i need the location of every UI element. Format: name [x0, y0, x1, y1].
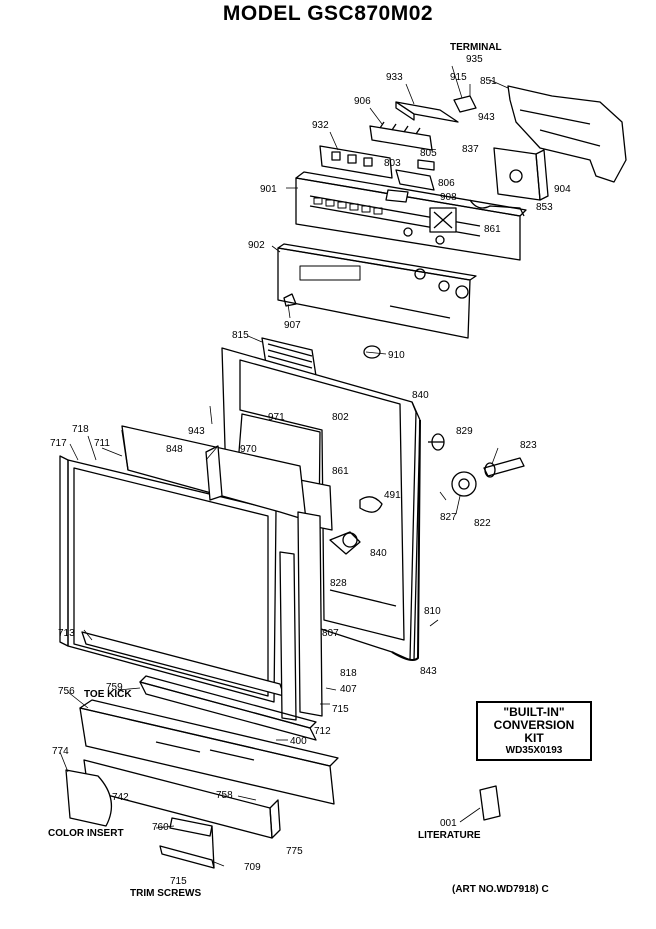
label-933: 933: [386, 72, 403, 83]
label-840-top: 840: [412, 390, 429, 401]
label-775: 775: [286, 846, 303, 857]
handle-823: [483, 457, 525, 478]
color-insert-742: [65, 769, 113, 827]
switch-906: [369, 121, 433, 151]
part-818: [297, 511, 323, 717]
caption-terminal: TERMINAL: [450, 42, 502, 53]
label-935: 935: [466, 54, 483, 65]
part-933: [395, 101, 459, 123]
label-932: 932: [312, 120, 329, 131]
label-407: 407: [340, 684, 357, 695]
label-001: 001: [440, 818, 457, 829]
label-758: 758: [216, 790, 233, 801]
label-713: 713: [58, 628, 75, 639]
part-848: [205, 445, 223, 501]
part-803: [385, 189, 409, 203]
label-717: 717: [50, 438, 67, 449]
label-709: 709: [244, 862, 261, 873]
label-853: 853: [536, 202, 553, 213]
label-837: 837: [462, 144, 479, 155]
literature-001: [479, 785, 501, 821]
part-805: [417, 159, 435, 171]
trim-712: [279, 551, 297, 721]
label-915: 915: [450, 72, 467, 83]
label-756: 756: [58, 686, 75, 697]
label-759: 759: [106, 682, 123, 693]
page-title: MODEL GSC870M02: [222, 2, 434, 25]
kit-part-number: WD35X0193: [505, 745, 563, 756]
label-400: 400: [290, 736, 307, 747]
label-904: 904: [554, 184, 571, 195]
trim-709: [159, 845, 215, 869]
label-823: 823: [520, 440, 537, 451]
label-848: 848: [166, 444, 183, 455]
label-815: 815: [232, 330, 249, 341]
label-742: 742: [112, 792, 129, 803]
label-851: 851: [480, 76, 497, 87]
part-910: [363, 345, 381, 359]
label-907: 907: [284, 320, 301, 331]
caption-literature: LITERATURE: [418, 830, 481, 841]
kit-line-1: "BUILT-IN": [503, 705, 565, 719]
timer-904: [493, 147, 549, 201]
label-802: 802: [332, 412, 349, 423]
part-915: [453, 95, 477, 113]
label-805: 805: [420, 148, 437, 159]
bracket-851: [507, 85, 627, 183]
label-840: 840: [370, 548, 387, 559]
captions: TERMINAL TOE KICK COLOR INSERT TRIM SCRE…: [48, 42, 502, 899]
part-806: [395, 169, 435, 191]
label-715-b: 715: [170, 876, 187, 887]
kick-panel-756: [79, 699, 339, 805]
label-910: 910: [388, 350, 405, 361]
dial-822: [451, 471, 477, 497]
part-907: [283, 293, 297, 307]
label-901: 901: [260, 184, 277, 195]
label-828: 828: [330, 578, 347, 589]
label-827: 827: [440, 512, 457, 523]
label-810: 810: [424, 606, 441, 617]
kit-line-2: CONVERSION: [493, 718, 575, 732]
label-715-a: 715: [332, 704, 349, 715]
switch-932: [319, 145, 393, 179]
label-807: 807: [322, 628, 339, 639]
panel-902: [277, 243, 477, 339]
label-491: 491: [384, 490, 401, 501]
gasket-843: [391, 419, 421, 661]
part-labels: 935 915 851 933 906 943 932 837 805 803 …: [50, 54, 571, 887]
part-861: [469, 199, 525, 217]
label-774: 774: [52, 746, 69, 757]
label-908: 908: [440, 192, 457, 203]
caption-trim-screws: TRIM SCREWS: [130, 888, 201, 899]
label-818: 818: [340, 668, 357, 679]
label-861: 861: [484, 224, 501, 235]
label-803: 803: [384, 158, 401, 169]
label-943: 943: [188, 426, 205, 437]
label-843: 843: [420, 666, 437, 677]
label-822: 822: [474, 518, 491, 529]
label-806: 806: [438, 178, 455, 189]
conversion-kit-box: "BUILT-IN" CONVERSION KIT WD35X0193: [476, 701, 592, 761]
label-861b: 861: [332, 466, 349, 477]
art-number: (ART NO.WD7918) C: [452, 884, 549, 895]
label-760: 760: [152, 822, 169, 833]
label-971: 971: [268, 412, 285, 423]
label-711: 711: [94, 438, 110, 449]
label-906: 906: [354, 96, 371, 107]
label-970: 970: [240, 444, 257, 455]
caption-toe-kick: TOE KICK: [84, 689, 132, 700]
label-943-top: 943: [478, 112, 495, 123]
caption-color-insert: COLOR INSERT: [48, 828, 124, 839]
label-712: 712: [314, 726, 331, 737]
label-902: 902: [248, 240, 265, 251]
label-718: 718: [72, 424, 89, 435]
kit-line-3: KIT: [524, 731, 544, 745]
label-829: 829: [456, 426, 473, 437]
part-760: [169, 817, 213, 837]
knob-829: [428, 433, 445, 451]
